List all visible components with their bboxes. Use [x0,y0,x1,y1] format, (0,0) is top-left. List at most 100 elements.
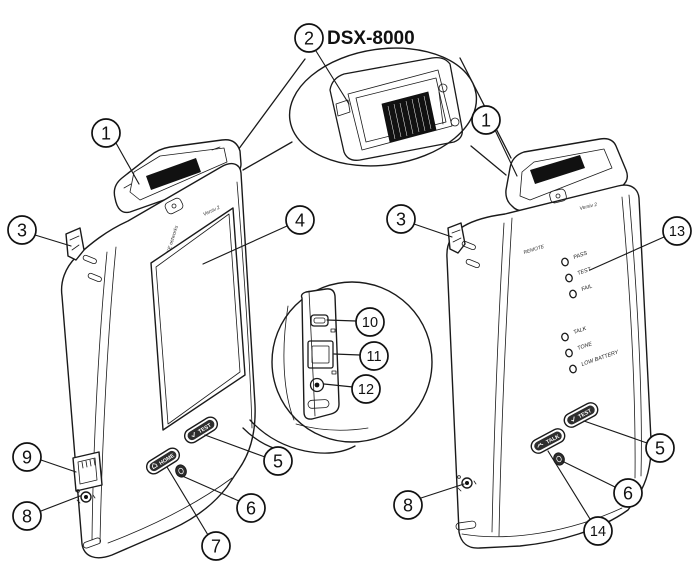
main-strap-anchor-1 [82,254,97,265]
callout-14-number: 14 [590,524,606,540]
led-tone [565,348,573,358]
module-top-outline [329,56,463,161]
power-icon [556,455,562,463]
check-icon [191,432,195,438]
module-connector-pins [387,95,432,140]
remote-power-jack-pin [465,481,469,485]
module-post-edge [438,91,444,125]
side-detail-sweep-1 [249,419,356,454]
home-icon [151,463,158,470]
callout-6-main-number: 6 [246,499,256,519]
main-rj45-inner [77,457,98,485]
callout-5-remote-number: 5 [655,439,665,459]
main-strap-anchor-2 [87,272,102,283]
callout-1-main-number: 1 [101,124,111,144]
remote-talk-button: TALK [530,428,566,454]
callout-3-remote-number: 3 [396,210,406,230]
side-bottom-slot [307,399,330,409]
remote-strap-anchor-2 [465,258,480,269]
micro-usb-inner [313,317,326,324]
module-notch [335,99,351,117]
module-detail-wedge-left-top [237,58,306,151]
touchscreen [150,207,246,431]
main-module-tab-left [123,183,132,189]
callout-bubbles: 1 2 3 4 5 6 7 8 [7,23,692,561]
callout-4-number: 4 [295,211,305,231]
callout-3-remote: 3 [386,204,416,234]
callout-6-remote-number: 6 [623,484,633,504]
callout-10-number: 10 [362,315,378,331]
touchscreen-inner-frame [155,213,241,425]
led-low-battery [569,364,577,374]
main-bottom-seam [107,477,233,544]
led-fail [569,289,577,299]
module-post-top [438,83,448,93]
callout-11-number: 11 [366,349,381,365]
callout-2-number: 2 [304,29,314,49]
callout-6-main: 6 [236,493,266,523]
callout-1-remote-number: 1 [481,111,491,131]
versiv-logo-remote [549,188,567,204]
main-side-edge-1 [99,246,117,544]
led-pass-label: PASS [573,250,589,260]
remote-strap-anchor-1 [461,240,476,251]
remote-side-edge-2 [491,222,505,533]
callout-leaders [34,50,665,536]
led-pass [561,257,569,267]
remote-talk-button-face [534,431,562,451]
callout-14: 14 [583,516,613,546]
remote-power-jack-marks [457,480,477,492]
side-ports-detail [271,281,433,443]
remote-module-bay-recess [519,148,613,201]
callout-3-main: 3 [7,215,37,245]
callout-13-number: 13 [669,224,685,240]
versiv-logo-remote-mark [555,193,561,199]
side-ports-detail-circle [271,281,433,443]
dsx-module-detail [288,47,478,167]
callout-9-number: 9 [22,448,32,468]
callout-6-remote: 6 [613,478,643,508]
main-module-bay-recess [129,147,228,201]
led-talk-label: TALK [573,326,588,336]
usb-a-port [307,340,334,369]
callout-5-remote: 5 [645,433,675,463]
remote-bottom-seam [461,507,623,538]
main-charge-led [76,489,80,493]
remote-charge-led [457,475,461,479]
callout-9: 9 [12,442,42,472]
callout-13: 13 [662,216,692,246]
power-icon [178,467,184,475]
callout-11: 11 [359,341,389,371]
callout-12-number: 12 [358,382,374,398]
callout-5-main-number: 5 [273,452,283,472]
remote-side-edge-1 [498,217,513,537]
module-detail-wedge-left-bottom [242,141,293,171]
led-test [565,273,573,283]
main-side-edge-2 [91,251,108,541]
main-rj45-port [72,451,103,492]
side-led-2 [331,370,337,375]
callout-8-remote: 8 [393,490,423,520]
callout-2: 2 [294,23,324,53]
main-strap-latch-detail [69,235,80,251]
led-tone-label: TONE [577,341,594,352]
phone-icon [537,442,544,448]
remote-tester: Versiv 2 REMOTE PASS TEST FAIL TALK TONE… [446,137,652,549]
callout-8-main-number: 8 [22,507,32,527]
led-talk [561,332,569,342]
headset-jack [309,377,325,393]
callout-5-main: 5 [263,446,293,476]
module-bay-outer [347,69,453,151]
module-connector [381,91,437,143]
callout-7-number: 7 [211,537,221,557]
callout-7: 7 [201,531,231,561]
remote-strap-latch [447,222,466,254]
check-icon [571,416,575,422]
led-test-label: TEST [577,266,593,276]
main-module-tab-right [211,146,221,151]
remote-bottom-slot [455,520,477,531]
main-strap-latch [65,227,85,261]
side-led-1 [330,328,336,333]
main-home-button-face [149,450,177,472]
